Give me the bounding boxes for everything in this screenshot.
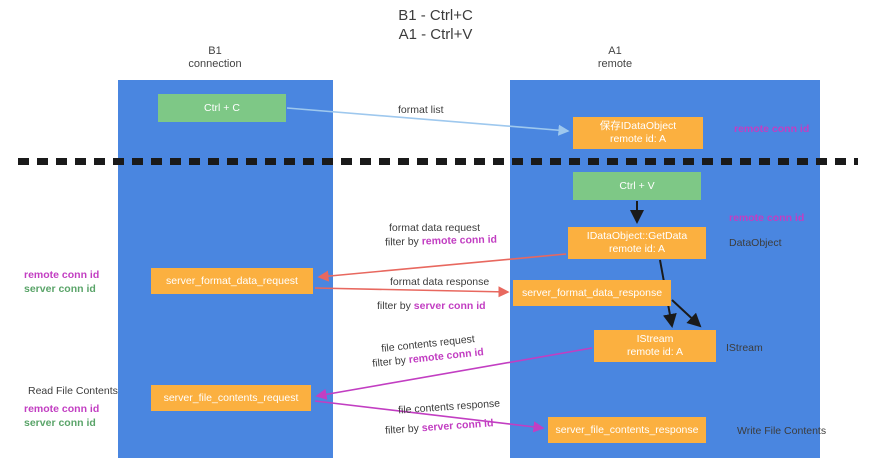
filter-key-remote-conn-id: remote conn id [421,233,498,248]
edge-filter-format-data-request: filter by remote conn id [385,233,497,250]
note-remote-conn-id-middle: remote conn id [729,212,805,224]
node-save-idataobject[interactable]: 保存IDataObject remote id: A [573,117,703,149]
node-server-file-contents-response[interactable]: server_file_contents_response [548,417,706,443]
node-ctrl-c[interactable]: Ctrl + C [158,94,286,122]
node-idataobject-getdata[interactable]: IDataObject::GetData remote id: A [568,227,706,259]
column-header-b1: B1 connection [188,45,242,70]
note-left-mid-server-conn-id: server conn id [24,283,96,295]
edge-filter-file-contents-response: filter by server conn id [385,416,494,438]
note-remote-conn-id-top: remote conn id [734,123,810,135]
filter-key-server-conn-id: server conn id [421,417,494,435]
column-header-a1: A1 remote [597,45,633,70]
note-data-object: DataObject [729,237,782,249]
node-server-file-contents-request[interactable]: server_file_contents_request [151,385,311,411]
node-server-format-data-response[interactable]: server_format_data_response [513,280,671,306]
diagram-title: B1 - Ctrl+C A1 - Ctrl+V [398,7,473,43]
edge-label-format-data-request: format data request [389,222,481,234]
edge-filter-format-data-response: filter by server conn id [377,299,486,313]
node-istream[interactable]: IStream remote id: A [594,330,716,362]
dashed-divider [18,158,858,165]
node-ctrl-v[interactable]: Ctrl + V [573,172,701,200]
note-left-remote-conn-id: remote conn id [24,403,100,415]
edge-label-format-data-response: format data response [390,276,490,288]
edge-label-format-list: format list [398,104,444,116]
node-server-format-data-request[interactable]: server_format_data_request [151,268,313,294]
filter-prefix: filter by [371,354,410,370]
note-left-mid-remote-conn-id: remote conn id [24,269,100,281]
note-read-file-contents: Read File Contents [28,385,118,397]
note-write-file-contents: Write File Contents [737,425,827,437]
note-istream: IStream [726,342,763,354]
note-left-server-conn-id: server conn id [24,417,96,429]
filter-prefix: filter by [377,300,414,312]
edge-label-file-contents-response: file contents response [397,397,501,417]
filter-prefix: filter by [384,235,422,249]
filter-key-server-conn-id: server conn id [413,300,486,312]
filter-prefix: filter by [384,422,423,437]
